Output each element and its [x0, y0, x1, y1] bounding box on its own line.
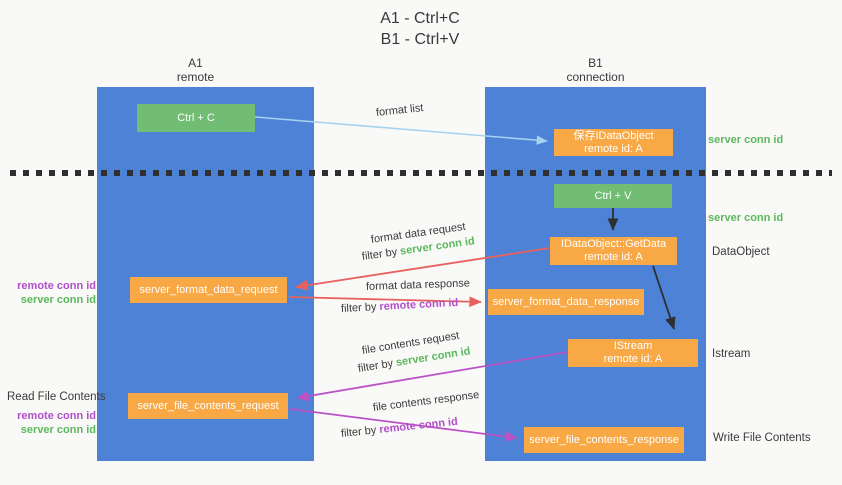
format-data-response-label: format data response — [365, 277, 471, 293]
diagram-title: A1 - Ctrl+C B1 - Ctrl+V — [300, 8, 540, 50]
node-ctrl-v: Ctrl + V — [554, 184, 672, 208]
remote-conn-id-label: remote conn id — [17, 410, 96, 422]
filter-by-remote-conn-id-label: filter by remote conn id — [340, 416, 458, 440]
filter-by-text: filter by — [361, 245, 401, 263]
node-server-file-contents-request: server_file_contents_request — [128, 393, 288, 419]
server-conn-id-label: server conn id — [20, 294, 96, 306]
node-ctrl-c: Ctrl + C — [137, 104, 255, 132]
server-conn-id-label-mid: server conn id — [708, 212, 784, 224]
filter-by-text: filter by — [357, 357, 397, 375]
server-conn-id-label: server conn id — [20, 424, 96, 436]
format-list-label: format list — [375, 102, 425, 119]
node-idataobject-getdata: IDataObject::GetData remote id: A — [550, 237, 677, 265]
remote-conn-id-text: remote conn id — [379, 296, 459, 313]
node-server-file-contents-response: server_file_contents_response — [524, 427, 684, 453]
left-column-name: A1 — [188, 56, 203, 70]
left-column-header: A1 remote — [87, 56, 304, 84]
node-server-file-contents-request-label: server_file_contents_request — [137, 399, 279, 412]
node-istream: IStream remote id: A — [568, 339, 698, 367]
server-conn-id-label-top: server conn id — [708, 134, 784, 146]
node-save-idataobject-line2: remote id: A — [584, 142, 643, 155]
format-request-conn-ids: remote conn id server conn id — [0, 279, 96, 307]
read-file-contents-label: Read File Contents — [7, 391, 106, 403]
node-save-idataobject: 保存IDataObject remote id: A — [554, 129, 673, 156]
node-idataobject-getdata-line1: IDataObject::GetData — [560, 238, 667, 250]
dataobject-label: DataObject — [712, 246, 770, 258]
file-request-conn-ids: remote conn id server conn id — [0, 409, 96, 437]
remote-conn-id-text: remote conn id — [378, 415, 459, 436]
node-server-format-data-request: server_format_data_request — [130, 277, 287, 303]
left-column-role: remote — [176, 70, 215, 84]
title-line-1: A1 - Ctrl+C — [380, 10, 460, 27]
right-column-role: connection — [566, 70, 625, 84]
node-server-format-data-request-label: server_format_data_request — [139, 283, 278, 296]
node-save-idataobject-line1: 保存IDataObject — [573, 129, 654, 142]
node-istream-line2: remote id: A — [603, 353, 663, 365]
node-idataobject-getdata-line2: remote id: A — [584, 251, 643, 263]
istream-label: Istream — [712, 348, 751, 360]
node-server-format-data-response: server_format_data_response — [488, 289, 644, 315]
remote-conn-id-label: remote conn id — [17, 280, 96, 292]
write-file-contents-label: Write File Contents — [713, 432, 811, 444]
node-server-format-data-response-label: server_format_data_response — [492, 295, 640, 308]
title-line-2: B1 - Ctrl+V — [380, 31, 460, 48]
file-contents-response-label: file contents response — [372, 389, 480, 414]
node-istream-line1: IStream — [613, 340, 653, 352]
right-column-name: B1 — [588, 56, 603, 70]
node-ctrl-c-label: Ctrl + C — [177, 111, 215, 124]
node-server-file-contents-response-label: server_file_contents_response — [529, 433, 679, 446]
filter-by-text: filter by — [340, 300, 380, 315]
node-ctrl-v-label: Ctrl + V — [594, 189, 632, 202]
right-column-header: B1 connection — [485, 56, 706, 84]
filter-by-text: filter by — [340, 424, 380, 440]
filter-by-remote-conn-id-label: filter by remote conn id — [341, 297, 459, 315]
separator-dotted-line — [10, 170, 832, 176]
